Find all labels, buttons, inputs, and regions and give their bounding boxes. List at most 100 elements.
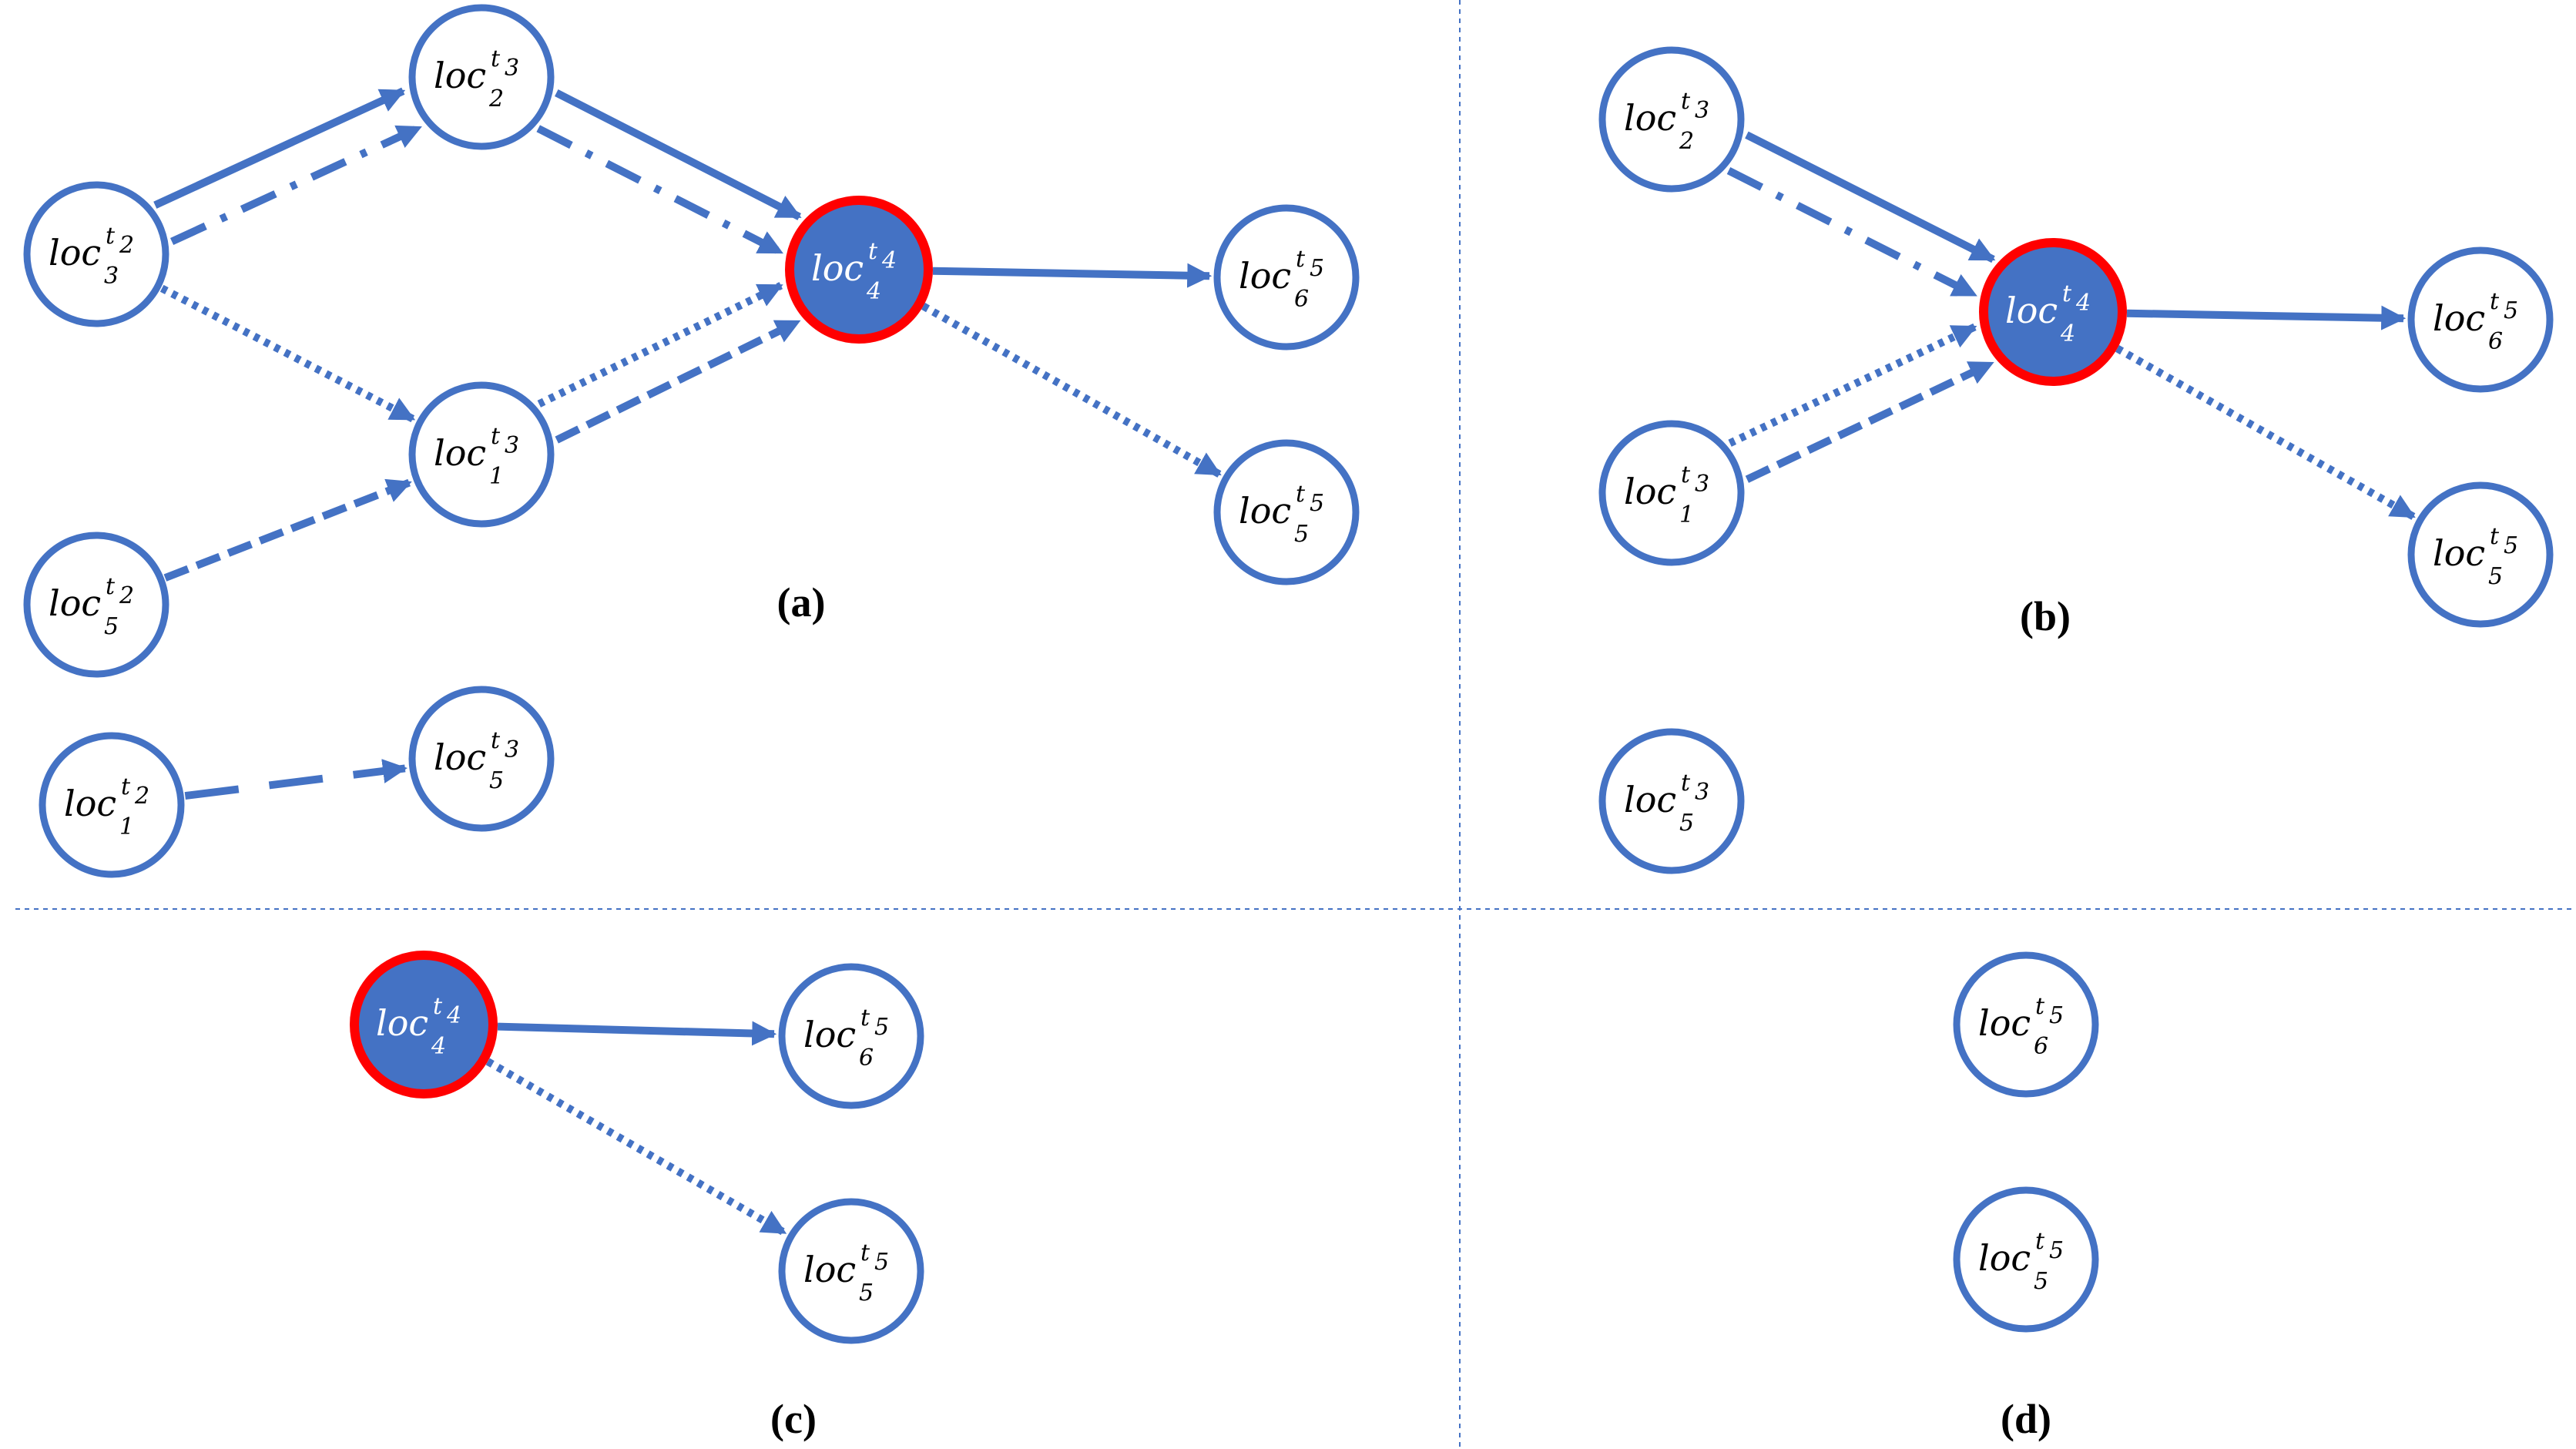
node-subscript: 5 (2488, 563, 2503, 590)
node-base-text: loc (434, 432, 486, 474)
node-circle (1979, 238, 2127, 386)
node-circle (23, 181, 169, 327)
node-circle (1213, 439, 1360, 585)
node-superscript: t (2062, 280, 2072, 307)
edge-solid-a-2-3-to-a-4-4 (555, 89, 802, 220)
edge-dashed-b-1-3-to-b-4-4 (1745, 359, 1994, 483)
node-base-text: loc (434, 55, 486, 96)
node-superscript: t (860, 1239, 870, 1266)
edge-longdash-a-1-2-to-a-5-3 (184, 759, 408, 800)
node-superscript: t (106, 573, 116, 600)
node-circle (39, 732, 185, 878)
node-circle (778, 1198, 924, 1344)
node-circle (1598, 46, 1745, 193)
node-superscript-index: 5 (2504, 532, 2518, 559)
node-subscript: 5 (1679, 810, 1694, 837)
node-superscript-index: 3 (1695, 97, 1709, 124)
edge-dotted-a-3-2-to-a-1-3 (159, 284, 416, 423)
node-subscript: 5 (1294, 521, 1309, 548)
node-circle (1213, 204, 1360, 351)
node-circle (778, 963, 924, 1109)
node-base-text: loc (1978, 1237, 2031, 1279)
node-base-text: loc (376, 1002, 428, 1044)
node-superscript: t (1681, 461, 1691, 488)
node-superscript: t (491, 45, 501, 72)
node-superscript: t (1296, 481, 1306, 508)
node-superscript-index: 3 (505, 736, 519, 763)
node-superscript: t (1681, 88, 1691, 115)
node-superscript: t (860, 1005, 870, 1031)
node-subscript: 5 (859, 1280, 874, 1306)
edge-dashdot-a-3-2-to-a-2-3 (170, 123, 422, 246)
panel-label-b: (b) (2020, 593, 2071, 639)
node-subscript: 1 (489, 463, 504, 490)
node-circle (408, 4, 555, 150)
node-base-text: loc (1978, 1002, 2031, 1044)
edge-dashed-a-5-2-to-a-1-3 (163, 478, 412, 582)
node-superscript: t (2490, 288, 2500, 315)
node-superscript-index: 4 (881, 247, 897, 274)
node-subscript: 6 (859, 1045, 874, 1072)
node-base-text: loc (2005, 290, 2058, 331)
node-circle (2407, 247, 2554, 393)
node-circle (1953, 951, 2099, 1098)
node-superscript-index: 5 (2504, 297, 2518, 324)
node-subscript: 2 (1679, 128, 1694, 155)
edges-layer (153, 87, 2416, 1236)
node-superscript: t (868, 238, 878, 265)
node-superscript-index: 4 (446, 1002, 461, 1029)
node-base-text: loc (1624, 471, 1676, 512)
node-circle (1953, 1186, 2099, 1333)
node-superscript-index: 3 (505, 55, 519, 82)
node-base-text: loc (803, 1014, 856, 1055)
node-base-text: loc (811, 247, 864, 289)
edge-dotted-c-4-4-to-c-5-5 (485, 1058, 787, 1236)
node-superscript: t (491, 423, 501, 450)
node-subscript: 5 (489, 767, 504, 794)
edge-solid-b-2-3-to-b-4-4 (1745, 131, 1996, 263)
node-base-text: loc (64, 783, 116, 824)
panel-label-d: (d) (2001, 1396, 2051, 1442)
node-circle (1598, 728, 1745, 874)
node-base-text: loc (1239, 255, 1291, 297)
node-superscript-index: 3 (1695, 471, 1709, 498)
node-base-text: loc (1239, 490, 1291, 532)
node-superscript: t (106, 223, 116, 250)
node-circle (350, 951, 498, 1098)
node-superscript-index: 2 (119, 582, 134, 609)
node-circle (2407, 481, 2554, 628)
node-subscript: 6 (2034, 1033, 2048, 1060)
edge-solid-c-4-4-to-c-6-5 (497, 1021, 777, 1046)
node-subscript: 6 (2488, 328, 2503, 355)
node-superscript: t (491, 727, 501, 754)
node-superscript-index: 5 (2049, 1002, 2064, 1029)
node-superscript: t (2035, 1228, 2045, 1255)
node-superscript: t (2490, 523, 2500, 550)
node-superscript-index: 5 (2049, 1237, 2064, 1264)
node-superscript-index: 3 (505, 432, 519, 459)
node-circle (1598, 420, 1745, 566)
node-base-text: loc (1624, 97, 1676, 139)
node-subscript: 4 (866, 278, 881, 305)
node-circle (408, 381, 555, 528)
node-superscript-index: 5 (874, 1249, 889, 1276)
edge-dashdot-a-2-3-to-a-4-4 (536, 125, 783, 257)
node-superscript: t (1681, 770, 1691, 797)
node-base-text: loc (434, 736, 486, 778)
